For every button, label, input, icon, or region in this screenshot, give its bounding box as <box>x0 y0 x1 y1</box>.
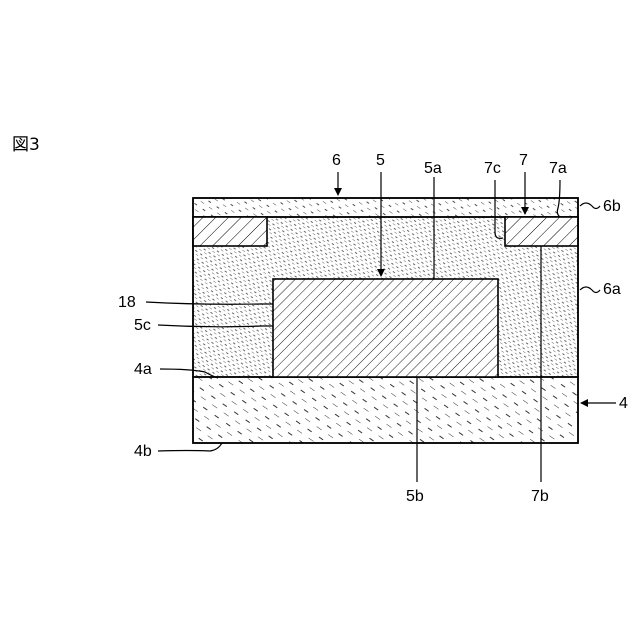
label-4b: 4b <box>134 443 152 460</box>
element-5 <box>273 279 498 377</box>
wiring-block-left-hatch <box>193 217 267 246</box>
label-6: 6 <box>332 152 341 169</box>
label-7: 7 <box>519 152 528 169</box>
leader-6b <box>580 203 600 209</box>
label-18: 18 <box>118 294 136 311</box>
label-5c: 5c <box>134 317 151 334</box>
label-5a: 5a <box>424 160 442 177</box>
label-5b: 5b <box>406 488 424 505</box>
label-4: 4 <box>619 395 628 412</box>
label-4a: 4a <box>134 361 152 378</box>
label-6a: 6a <box>603 281 621 298</box>
substrate-4 <box>193 377 578 443</box>
label-6b: 6b <box>603 198 621 215</box>
label-7c: 7c <box>484 160 501 177</box>
label-5: 5 <box>376 152 385 169</box>
label-7a: 7a <box>549 160 567 177</box>
leader-4b <box>158 443 222 451</box>
label-7b: 7b <box>531 488 549 505</box>
leader-6a <box>580 287 600 293</box>
cover-layer-6b <box>193 198 578 217</box>
figure-label: 図3 <box>12 135 40 155</box>
wiring-block-7 <box>505 217 578 246</box>
